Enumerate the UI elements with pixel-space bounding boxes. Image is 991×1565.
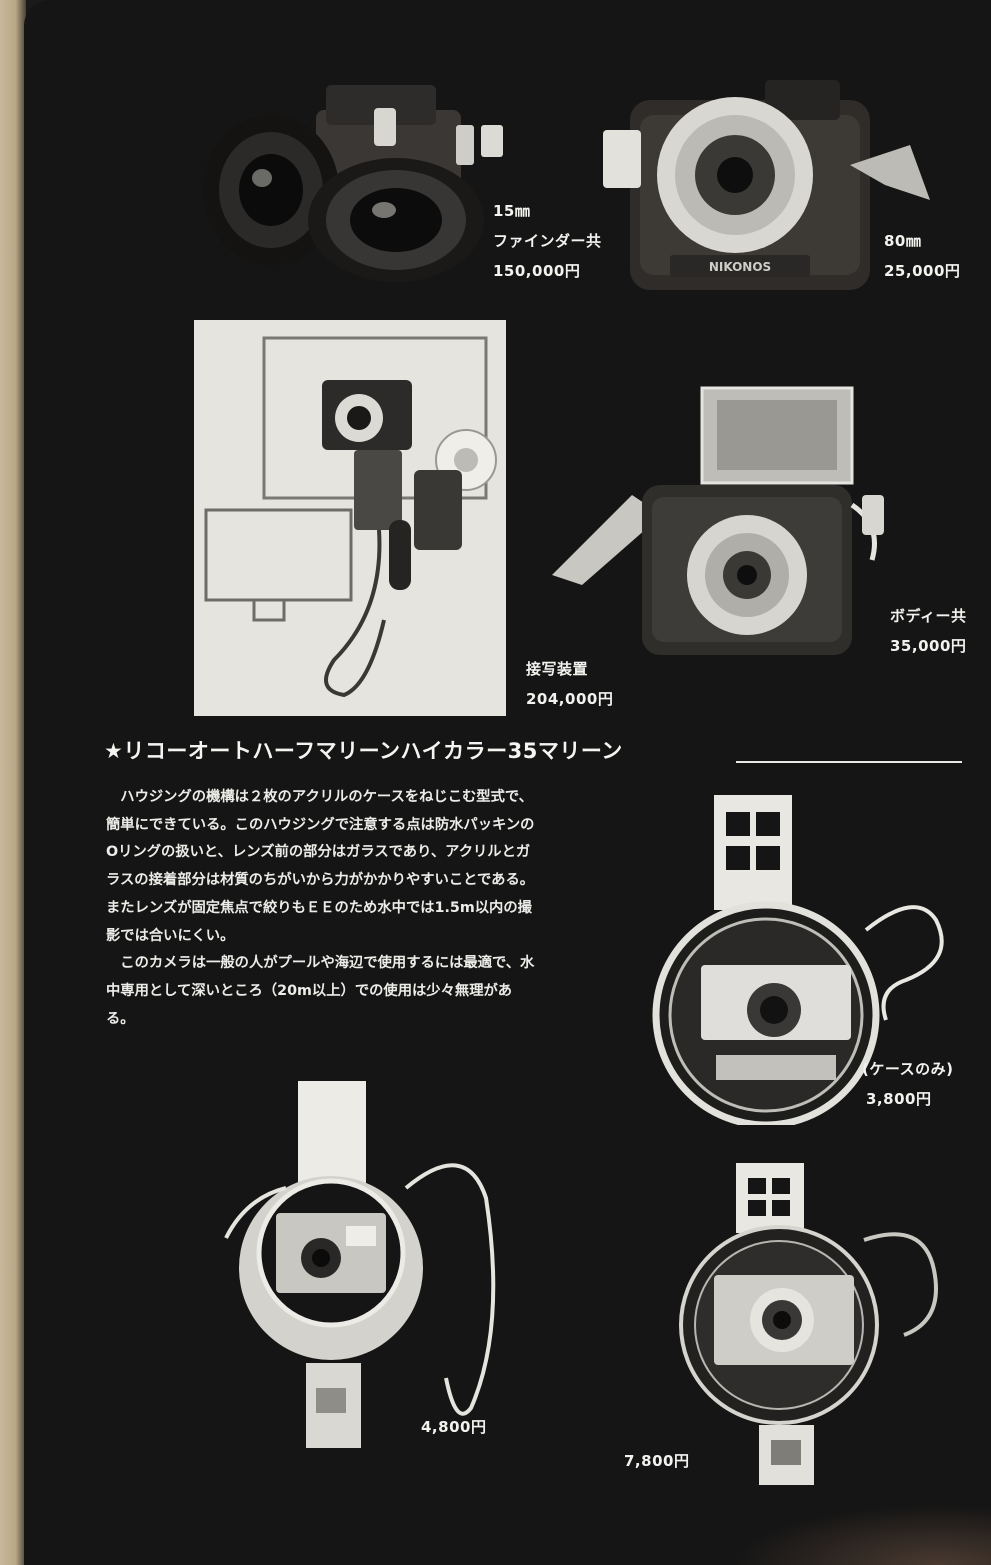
caption-marine2: 7,800円 (624, 1446, 689, 1476)
caption-80mm: 80㎜ 25,000円 (884, 226, 960, 286)
caption-closeup: 接写装置 204,000円 (526, 654, 613, 714)
photo-15mm-lens-finder (196, 70, 516, 285)
heading-rule (736, 761, 962, 763)
photo-auto-half-marine (206, 1078, 516, 1458)
nikonos-logo: NIKONOS (709, 260, 771, 274)
photo-hicolor-35-marine (664, 1160, 954, 1490)
caption-closeup-price: 204,000円 (526, 690, 614, 708)
article-paragraph-1: ハウジングの機構は２枚のアクリルのケースをねじこむ型式で、簡単にできている。この… (106, 789, 535, 944)
article-body: ハウジングの機構は２枚のアクリルのケースをねじこむ型式で、簡単にできている。この… (106, 784, 536, 1033)
page-shadow (731, 1505, 991, 1565)
caption-body-desc: ボディー共 (890, 607, 967, 625)
caption-80mm-price: 25,000円 (884, 262, 961, 280)
caption-marine2-price: 7,800円 (624, 1452, 690, 1470)
article-paragraph-2: このカメラは一般の人がプールや海辺で使用するには最適で、水中専用として深いところ… (106, 955, 535, 1027)
caption-body-price: 35,000円 (890, 637, 967, 655)
photo-nikonos-80mm: NIKONOS (600, 75, 936, 300)
section-heading: ★リコーオートハーフマリーンハイカラー35マリーン (104, 739, 623, 763)
caption-marine-price: 4,800円 (421, 1418, 487, 1436)
caption-case-price: 3,800円 (866, 1090, 932, 1108)
caption-80mm-size: 80㎜ (884, 232, 922, 250)
caption-15mm-price: 150,000円 (493, 262, 581, 280)
caption-case: (ケースのみ) 3,800円 (862, 1054, 953, 1114)
caption-15mm: 15㎜ ファインダー共 150,000円 (493, 196, 602, 286)
photo-closeup-device (194, 320, 506, 716)
caption-15mm-size: 15㎜ (493, 202, 531, 220)
paper-edge (0, 0, 26, 1565)
caption-body: ボディー共 35,000円 (890, 601, 966, 661)
caption-15mm-desc: ファインダー共 (493, 232, 602, 250)
photo-housing-case (646, 790, 976, 1125)
caption-closeup-name: 接写装置 (526, 660, 589, 678)
caption-marine: 4,800円 (421, 1412, 486, 1442)
photo-nikonos-body (552, 385, 892, 660)
caption-case-desc: (ケースのみ) (862, 1060, 954, 1078)
magazine-page: 15㎜ ファインダー共 150,000円 NIKONOS 80㎜ 25,000円 (24, 0, 991, 1565)
